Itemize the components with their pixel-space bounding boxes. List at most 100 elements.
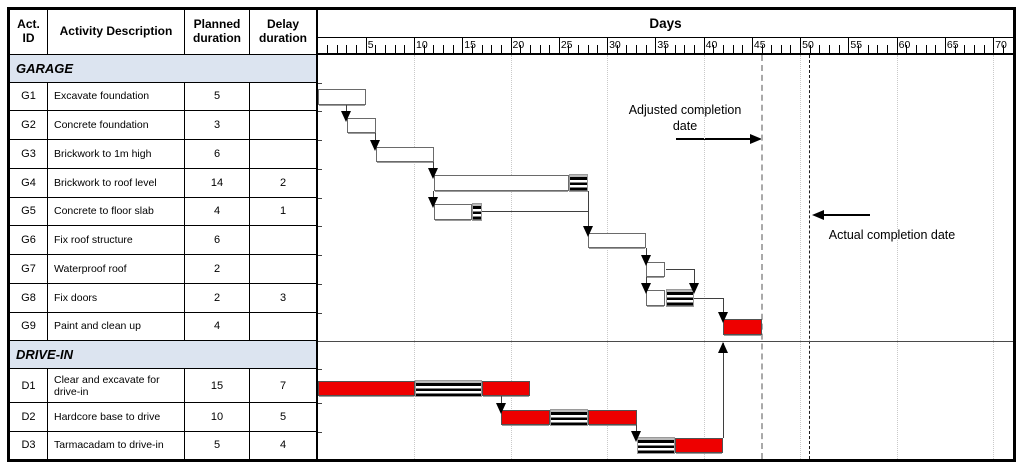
cell-description: Brickwork to roof level	[48, 168, 185, 197]
cell-delay-duration: 4	[279, 439, 287, 452]
cell-act-id: G3	[10, 140, 48, 168]
axis-tick-minor	[471, 45, 473, 53]
axis-tick-minor	[915, 45, 917, 53]
axis-tick-major	[703, 38, 705, 53]
axis-tick-major	[848, 38, 850, 53]
adjusted-completion-line	[761, 54, 764, 459]
axis-tick-major	[751, 38, 753, 53]
cell-act-id: G6	[10, 226, 48, 254]
axis-tick-label: 20	[512, 38, 525, 51]
section-header-drive-in: DRIVE-IN	[10, 341, 316, 370]
cell-act-id: G5	[10, 197, 48, 226]
axis-tick-label: 65	[946, 38, 959, 51]
axis-tick-minor	[732, 45, 734, 53]
dependency-line	[693, 269, 695, 291]
gantt-bar-G2-planned	[346, 117, 376, 134]
axis-tick-label: 35	[657, 38, 670, 51]
axis-tick-minor	[684, 45, 686, 53]
dependency-arrowhead	[428, 197, 439, 209]
axis-tick-minor	[626, 45, 628, 53]
row-boundary-tick	[318, 111, 322, 113]
gantt-bar-G1-planned	[318, 89, 367, 105]
axis-tick-minor	[665, 45, 666, 53]
cell-act-id: D1	[10, 369, 48, 403]
right-arrow-icon	[750, 133, 762, 144]
actual-completion-label: Actual completion date	[828, 228, 956, 242]
cell-description: Fix doors	[48, 283, 185, 312]
axis-tick-label: 5	[367, 38, 374, 51]
axis-tick-minor	[500, 45, 502, 53]
cell-act-id: G8	[10, 283, 48, 312]
dependency-arrowhead	[717, 342, 728, 354]
axis-tick-minor	[346, 45, 348, 53]
axis-tick-major	[462, 38, 464, 53]
header-delay-duration: Delay duration	[259, 16, 307, 45]
gridline-day-10	[414, 54, 416, 459]
header-planned-duration: Planned duration	[185, 10, 250, 54]
cell-delay-duration	[250, 83, 316, 111]
axis-tick-major	[558, 38, 560, 53]
gantt-bar-G8-planned	[646, 290, 666, 306]
axis-title: Days	[649, 16, 682, 31]
cell-description: Fix roof structure	[48, 226, 185, 254]
gridline-day-50	[800, 54, 802, 459]
axis-tick-major	[993, 38, 995, 53]
axis-tick-minor	[549, 45, 551, 53]
axis-tick-label: 70	[995, 38, 1007, 51]
cell-description: Tarmacadam to drive-in	[48, 431, 185, 459]
gantt-bar-G5-delay	[472, 203, 483, 221]
cell-description: Brickwork to 1m high	[48, 140, 185, 168]
actual-completion-arrow	[824, 214, 870, 216]
axis-tick-minor	[539, 45, 541, 53]
dependency-arrowhead	[370, 139, 381, 151]
axis-tick-minor	[693, 45, 695, 53]
axis-tick-minor	[838, 45, 840, 53]
cell-act-id: D3	[10, 431, 48, 459]
cell-delay-duration: 3	[279, 291, 287, 304]
axis-tick-minor	[867, 45, 869, 53]
gantt-bar-D3-actual	[675, 437, 724, 454]
cell-delay-duration	[250, 313, 316, 341]
axis-tick-minor	[336, 45, 338, 53]
gantt-bar-G4-planned	[433, 175, 569, 191]
axis-tick-label: 15	[464, 38, 476, 51]
row-boundary-tick	[318, 140, 322, 141]
axis-tick-minor	[954, 45, 956, 53]
dependency-arrowhead	[640, 254, 651, 266]
gantt-bar-D1-actual	[318, 380, 415, 396]
axis-tick-minor	[983, 45, 985, 53]
left-arrow-icon	[812, 209, 824, 220]
cell-planned-duration: 6	[185, 226, 250, 254]
axis-tick-minor	[925, 45, 927, 53]
axis-tick-minor	[973, 45, 975, 53]
dependency-line	[665, 268, 695, 270]
cell-act-id: D2	[10, 403, 48, 431]
cell-act-id: G7	[10, 255, 48, 283]
axis-tick-major	[607, 38, 609, 53]
axis-tick-major	[510, 38, 512, 53]
axis-tick-minor	[645, 45, 647, 53]
gantt-bar-G4-delay	[568, 174, 589, 192]
gridline-day-60	[896, 54, 898, 459]
axis-tick-label: 45	[753, 38, 766, 51]
gantt-bar-D2-actual	[588, 409, 637, 426]
cell-delay-duration	[250, 111, 316, 139]
axis-tick-minor	[404, 45, 406, 53]
axis-tick-minor	[829, 45, 831, 53]
axis-tick-major	[800, 38, 802, 53]
row-boundary-tick	[318, 431, 322, 433]
cell-description: Concrete foundation	[48, 111, 185, 139]
cell-delay-duration: 1	[279, 205, 287, 218]
dependency-arrowhead	[631, 430, 642, 442]
axis-tick-minor	[578, 45, 580, 53]
axis-tick-label: 50	[802, 38, 814, 51]
axis-tick-minor	[356, 45, 358, 53]
section-header-garage: GARAGE	[10, 54, 316, 83]
cell-planned-duration: 4	[185, 312, 250, 341]
gantt-chart-frame: Act. ID Activity Description Planned dur…	[7, 7, 1016, 462]
